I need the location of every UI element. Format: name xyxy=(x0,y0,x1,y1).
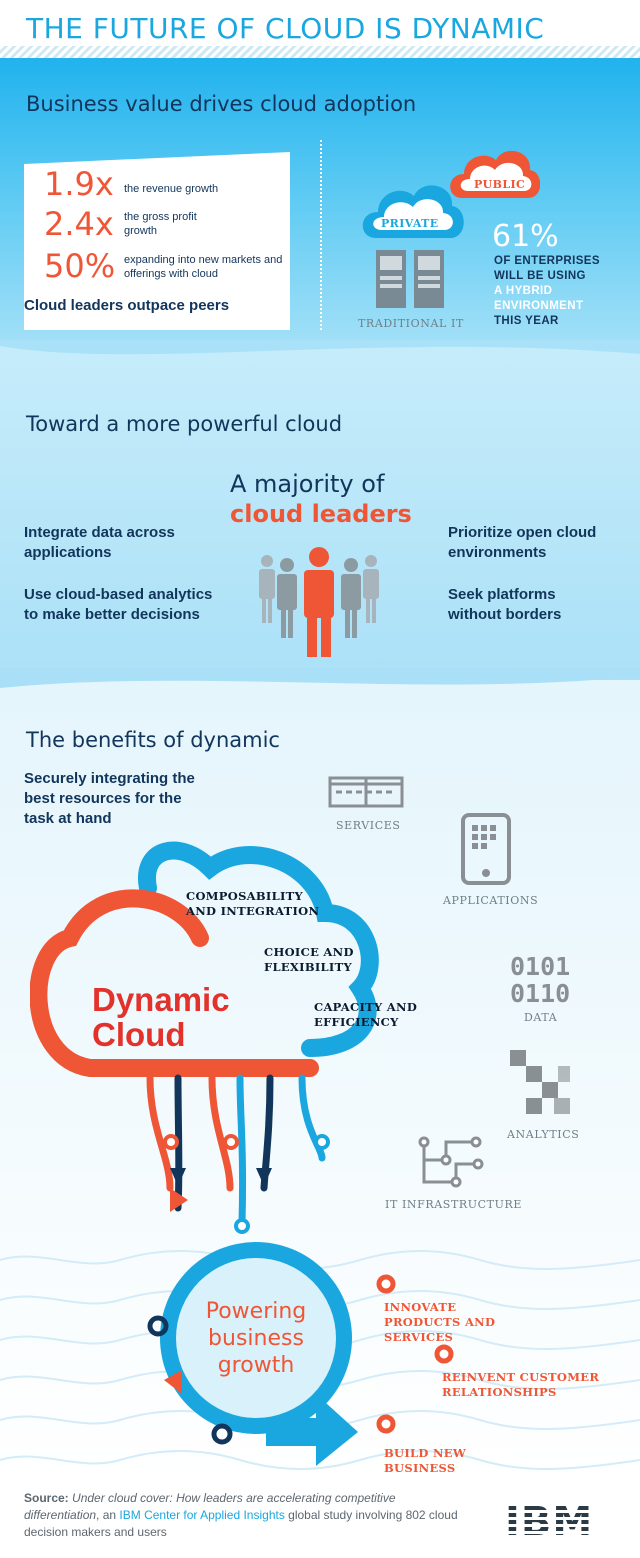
stat-label: the revenue growth xyxy=(124,183,219,195)
stats-card xyxy=(24,152,290,330)
stat-label: the gross profit growth xyxy=(124,211,197,237)
section2-heading: Toward a more powerful cloud xyxy=(26,412,343,436)
hybrid-text: OF ENTERPRISES WILL BE USING xyxy=(494,255,600,282)
benefit-item: COMPOSABILITY AND INTEGRATION xyxy=(186,889,320,918)
analytics-label: ANALYTICS xyxy=(507,1128,580,1141)
section-wave xyxy=(0,668,640,688)
benefit-item: CHOICE AND FLEXIBILITY xyxy=(264,945,354,974)
data-label: DATA xyxy=(524,1011,558,1024)
public-label: PUBLIC xyxy=(474,178,526,191)
stat-value: 1.9x xyxy=(44,165,114,203)
data-digits: 0110 xyxy=(510,979,571,1008)
tablet-icon xyxy=(461,813,511,885)
divider xyxy=(320,140,322,330)
page-title: THE FUTURE OF CLOUD IS DYNAMIC xyxy=(26,12,545,45)
outcome-item: REINVENT CUSTOMER RELATIONSHIPS xyxy=(442,1370,600,1399)
leader-trait: Prioritize open cloud environments xyxy=(448,524,597,561)
dynamic-cloud-title: Dynamic xyxy=(92,981,230,1018)
ibm-logo: IBM xyxy=(505,1499,594,1545)
services-label: SERVICES xyxy=(336,819,401,832)
leader-trait: Seek platforms without borders xyxy=(448,586,562,623)
it-infrastructure-label: IT INFRASTRUCTURE xyxy=(385,1198,522,1211)
card-caption: Cloud leaders outpace peers xyxy=(24,297,230,314)
network-icon xyxy=(418,1136,484,1188)
majority-heading: A majority of xyxy=(230,470,385,498)
dynamic-cloud-title: Cloud xyxy=(92,1016,186,1053)
people-icon xyxy=(259,547,379,657)
footer xyxy=(0,1478,640,1558)
private-label: PRIVATE xyxy=(381,217,439,230)
traditional-it-label: TRADITIONAL IT xyxy=(358,317,464,330)
leader-trait: Integrate data across applications xyxy=(24,524,175,561)
powering-growth-text: Powering business growth xyxy=(205,1299,307,1378)
outcome-bullet-icon xyxy=(376,1274,396,1294)
stat-value: 2.4x xyxy=(44,205,114,243)
source-citation: Source: Under cloud cover: How leaders a… xyxy=(24,1490,474,1541)
section1-heading: Business value drives cloud adoption xyxy=(26,92,417,116)
growth-circle xyxy=(147,1242,358,1466)
source-label: Source: xyxy=(24,1491,69,1505)
section-wave xyxy=(0,340,640,355)
services-icon xyxy=(328,776,404,808)
outcome-item: INNOVATE PRODUCTS AND SERVICES xyxy=(384,1300,496,1344)
leader-trait: Use cloud-based analytics to make better… xyxy=(24,586,213,623)
section-powerful-cloud xyxy=(0,344,640,704)
hybrid-text-highlight: A HYBRID ENVIRONMENT xyxy=(494,285,584,312)
source-text: global study involving 802 cloud decisio… xyxy=(24,1508,458,1539)
dynamic-cloud-diagram xyxy=(30,841,379,1234)
benefit-item: CAPACITY AND EFFICIENCY xyxy=(314,1000,418,1029)
cloud-leaders-heading: cloud leaders xyxy=(230,500,412,528)
header-pattern xyxy=(0,46,640,58)
stat-label: expanding into new markets and offerings… xyxy=(124,254,283,280)
private-cloud-icon xyxy=(362,185,464,238)
outcome-bullet-icon xyxy=(376,1414,396,1434)
analytics-icon xyxy=(510,1050,570,1114)
source-org: IBM Center for Applied Insights xyxy=(119,1508,285,1522)
section3-heading: The benefits of dynamic xyxy=(26,728,280,752)
source-title: Under cloud cover: How leaders are accel… xyxy=(24,1491,396,1522)
hybrid-percent: 61% xyxy=(492,219,559,254)
hybrid-text: THIS YEAR xyxy=(494,315,559,327)
source-text: , an xyxy=(96,1508,117,1522)
outcome-bullet-icon xyxy=(434,1344,454,1364)
benefits-intro: Securely integrating the best resources … xyxy=(24,770,195,827)
server-icon xyxy=(376,250,444,308)
data-digits: 0101 xyxy=(510,952,571,981)
applications-label: APPLICATIONS xyxy=(443,894,539,907)
stat-value: 50% xyxy=(44,247,116,285)
public-cloud-icon xyxy=(450,151,540,198)
